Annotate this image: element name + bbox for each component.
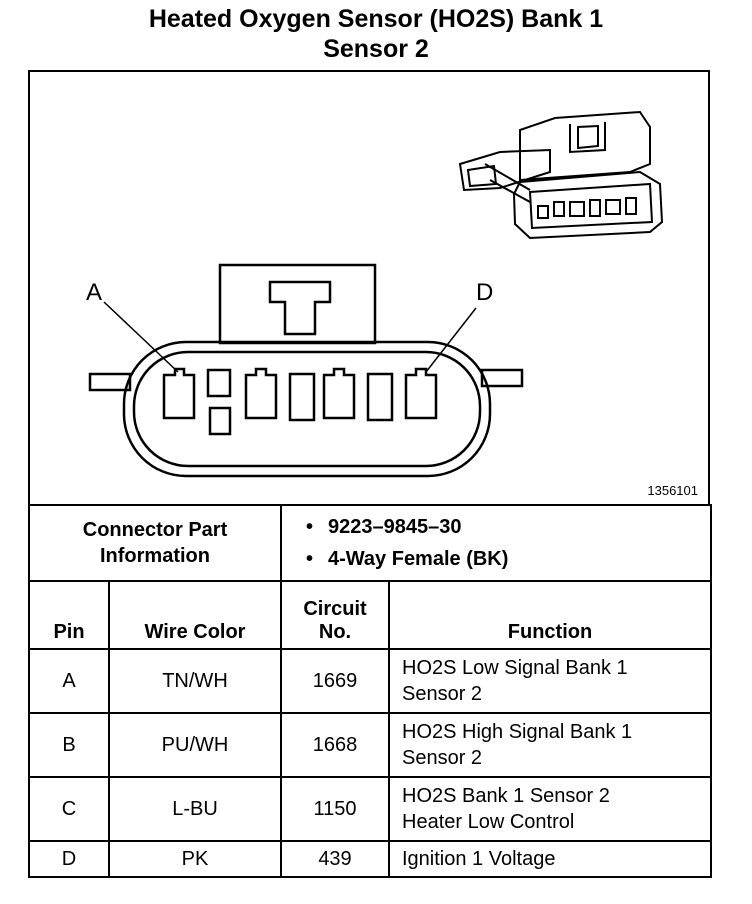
cell-circuit: 1669 [280, 648, 390, 714]
table-row: C L-BU 1150 HO2S Bank 1 Sensor 2 Heater … [28, 776, 713, 842]
cell-pin: B [28, 712, 110, 778]
header-pin: Pin [28, 580, 110, 650]
connector-part-values: •9223–9845–30 •4-Way Female (BK) [279, 504, 713, 582]
table-row: D PK 439 Ignition 1 Voltage [28, 840, 713, 878]
cell-pin: A [28, 648, 110, 714]
cavity-d [404, 367, 438, 420]
cell-wire-color: TN/WH [108, 648, 282, 714]
pin-label-d: D [476, 279, 493, 306]
table-header-row: Pin Wire Color Circuit No. Function [28, 580, 713, 650]
table-row: B PU/WH 1668 HO2S High Signal Bank 1 Sen… [28, 712, 713, 778]
cell-wire-color: L-BU [108, 776, 282, 842]
connector-face-view [88, 263, 524, 478]
connector-part-label: Connector Part Information [28, 504, 282, 582]
page-title: Heated Oxygen Sensor (HO2S) Bank 1 Senso… [0, 4, 752, 64]
connector-figure: A D 1356101 [28, 70, 710, 506]
title-line-2: Sensor 2 [323, 35, 429, 63]
cavity-b [244, 367, 278, 420]
cell-circuit: 1668 [280, 712, 390, 778]
cell-wire-color: PK [108, 840, 282, 878]
connector-part-info-row: Connector Part Information •9223–9845–30… [28, 504, 713, 582]
table-row: A TN/WH 1669 HO2S Low Signal Bank 1 Sens… [28, 648, 713, 714]
pin-label-a: A [86, 279, 102, 306]
cavity-c [322, 367, 356, 420]
connector-table: Connector Part Information •9223–9845–30… [28, 504, 713, 878]
cavity-a [162, 367, 196, 420]
cell-circuit: 439 [280, 840, 390, 878]
cell-pin: D [28, 840, 110, 878]
cell-circuit: 1150 [280, 776, 390, 842]
cell-wire-color: PU/WH [108, 712, 282, 778]
figure-id: 1356101 [647, 483, 698, 498]
title-line-1: Heated Oxygen Sensor (HO2S) Bank 1 [148, 5, 604, 33]
connector-drawing: A D [86, 110, 664, 478]
cell-function: Ignition 1 Voltage [387, 840, 713, 878]
cell-function: HO2S Bank 1 Sensor 2 Heater Low Control [387, 776, 713, 842]
cell-function: HO2S High Signal Bank 1 Sensor 2 [387, 712, 713, 778]
header-wire-color: Wire Color [108, 580, 282, 650]
header-circuit: Circuit No. [280, 580, 390, 650]
cell-function: HO2S Low Signal Bank 1 Sensor 2 [387, 648, 713, 714]
header-function: Function [387, 580, 713, 650]
connector-type: •4-Way Female (BK) [306, 548, 509, 570]
part-number: •9223–9845–30 [306, 516, 462, 538]
connector-perspective-view [458, 110, 664, 240]
cell-pin: C [28, 776, 110, 842]
